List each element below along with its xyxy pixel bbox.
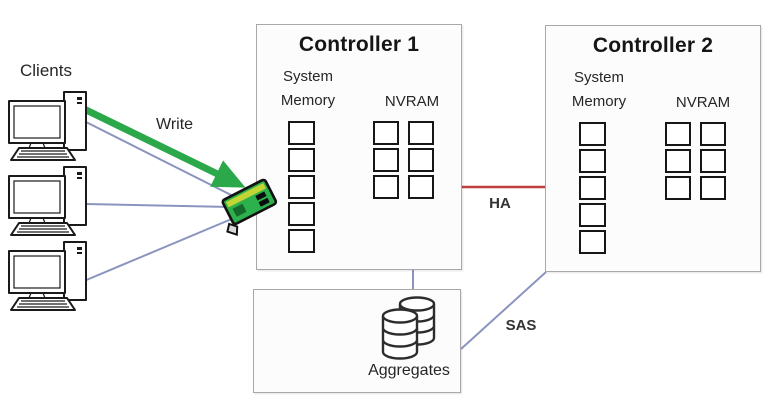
client-computer-icon (8, 166, 87, 236)
memory-cell (288, 229, 315, 253)
ha-link-label: HA (489, 195, 511, 212)
sas-link-label: SAS (505, 317, 537, 334)
client3-network-line (83, 217, 235, 282)
nvram-cell (373, 148, 399, 172)
nvram-cell (408, 148, 434, 172)
clients-label: Clients (20, 61, 72, 80)
client-computer-icon (8, 241, 87, 311)
controller1-nvram-label: NVRAM (384, 93, 440, 110)
controller2-box: Controller 2 System Memory NVRAM (545, 25, 761, 272)
nvram-cell (665, 122, 691, 146)
memory-cell (288, 202, 315, 226)
controller2-title: Controller 2 (592, 34, 714, 57)
nvram-cell (665, 176, 691, 200)
sas-line (460, 271, 547, 350)
memory-cell (288, 148, 315, 172)
aggregates-box: Aggregates (253, 289, 461, 393)
controller1-system-memory-cells (288, 121, 315, 253)
controller2-system-memory-label: System Memory (571, 69, 627, 110)
memory-cell (579, 203, 606, 227)
client2-network-line (85, 203, 233, 208)
write-label: Write (156, 116, 194, 133)
network-card-icon (221, 178, 278, 236)
memory-cell (288, 121, 315, 145)
controller1-nvram-cells (373, 121, 434, 199)
nvram-cell (700, 176, 726, 200)
nvram-cell (408, 121, 434, 145)
database-icon (381, 296, 436, 360)
client-computer-icon (8, 91, 87, 161)
controller2-nvram-cells (665, 122, 726, 200)
aggregates-label: Aggregates (368, 362, 450, 379)
memory-cell (579, 122, 606, 146)
memory-cell (288, 175, 315, 199)
memory-cell (579, 176, 606, 200)
controller1-system-memory-label: System Memory (280, 68, 336, 109)
nvram-cell (373, 121, 399, 145)
controller2-system-memory-cells (579, 122, 606, 254)
controller2-nvram-label: NVRAM (675, 94, 731, 111)
nvram-cell (700, 122, 726, 146)
nvram-cell (408, 175, 434, 199)
nvram-cell (700, 149, 726, 173)
memory-cell (579, 149, 606, 173)
controller1-title: Controller 1 (298, 33, 420, 56)
nvram-cell (373, 175, 399, 199)
controller1-box: Controller 1 System Memory NVRAM (256, 24, 462, 270)
write-arrow (78, 103, 246, 188)
memory-cell (579, 230, 606, 254)
nvram-cell (665, 149, 691, 173)
